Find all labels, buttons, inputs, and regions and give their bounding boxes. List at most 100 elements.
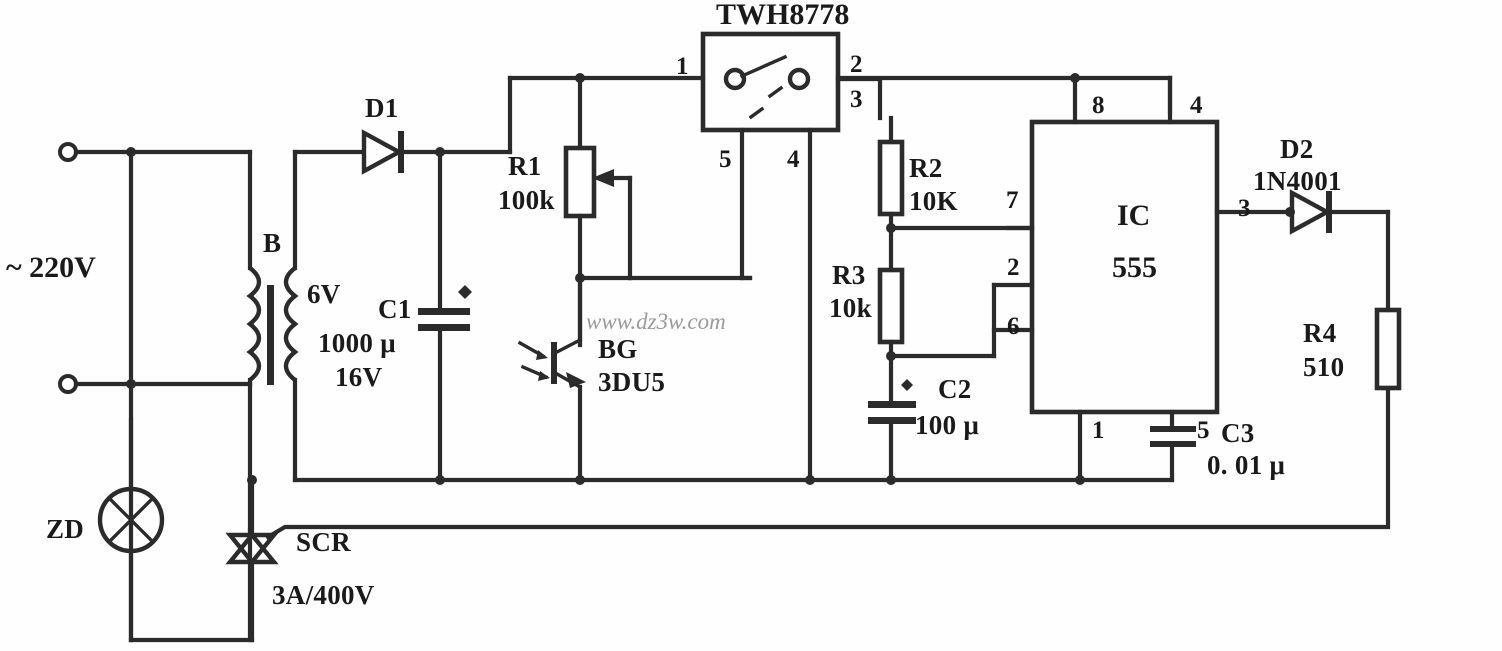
junction	[575, 273, 585, 283]
ic555-value: 555	[1112, 251, 1157, 284]
junction	[805, 475, 815, 485]
ic555-pin-7: 7	[1006, 187, 1019, 214]
junction	[435, 475, 445, 485]
ac-source-group	[58, 142, 255, 643]
c3-plate-bottom	[1150, 441, 1196, 447]
ic555-group: IC 555 8 4 7 3 2 6 1 5	[991, 75, 1293, 483]
d1-cathode-bar	[398, 131, 404, 173]
twh8778-pin-2: 2	[850, 51, 863, 78]
c1-polarity-marker	[458, 285, 472, 299]
c3-value: 0. 01 μ	[1207, 450, 1285, 480]
c1-voltage: 16V	[335, 362, 383, 392]
c2-plate-bottom	[868, 417, 916, 424]
ac-terminal-bottom-icon	[58, 374, 78, 394]
transformer-secondary-label: 6V	[307, 279, 341, 309]
twh8778-pin-3: 3	[850, 86, 863, 113]
ic555-pin-5: 5	[1197, 417, 1210, 444]
ac-terminal-top-icon	[58, 142, 78, 162]
scr-group: SCR 3A/400V	[225, 477, 1388, 643]
c2-value: 100 μ	[915, 410, 979, 440]
bg-base-bar	[551, 342, 557, 384]
r1-value: 100k	[498, 185, 555, 215]
c2-polarity-marker	[901, 379, 913, 391]
c2-group: C2 100 μ	[868, 353, 979, 483]
bg-value: 3DU5	[598, 367, 665, 397]
r4-ref: R4	[1303, 318, 1337, 348]
transformer-ref: B	[263, 228, 281, 258]
junction	[1070, 73, 1080, 83]
d2-value: 1N4001	[1253, 166, 1342, 196]
twh8778-switch-contact-left	[723, 67, 747, 91]
bg-group: BG 3DU5	[517, 275, 665, 483]
r4-group: R4 510	[1303, 209, 1402, 530]
twh8778-pin-4: 4	[787, 146, 800, 173]
junction	[435, 147, 445, 157]
r3-body	[877, 267, 905, 345]
ic555-body	[1029, 119, 1220, 415]
twh8778-title: TWH8778	[716, 0, 849, 31]
r1-body	[563, 145, 597, 219]
bg-light-arrow-2	[538, 371, 550, 381]
c1-group: C1 1000 μ 16V	[318, 149, 472, 483]
junction	[575, 475, 585, 485]
ic555-pin-6: 6	[1007, 313, 1020, 340]
r2-value: 10K	[909, 186, 958, 216]
c2-plate-top	[868, 401, 916, 408]
c3-ref: C3	[1221, 418, 1255, 448]
bg-ref: BG	[598, 334, 638, 364]
junction	[575, 73, 585, 83]
d1-group: D1	[292, 93, 513, 175]
junction	[126, 379, 136, 389]
r2-group: R2 10K	[877, 115, 1035, 231]
junction	[1075, 475, 1085, 485]
watermark-text: www.dz3w.com	[586, 309, 726, 334]
bg-light-arrow-1	[536, 350, 548, 360]
junction	[886, 475, 896, 485]
ic555-pin-1: 1	[1092, 417, 1105, 444]
c1-value: 1000 μ	[318, 328, 396, 358]
junction	[1285, 207, 1295, 217]
r1-ref: R1	[508, 151, 542, 181]
d1-ref: D1	[365, 93, 399, 123]
ic555-pin-3: 3	[1238, 195, 1251, 222]
ac-voltage-label: ~ 220V	[6, 251, 96, 284]
r3-ref: R3	[832, 260, 866, 290]
c1-plate-bottom	[418, 324, 470, 331]
junction	[886, 351, 896, 361]
twh8778-pin-1: 1	[676, 53, 689, 80]
transformer-core	[267, 285, 274, 385]
r2-body	[877, 139, 905, 217]
lamp-ref: ZD	[46, 514, 84, 544]
junction	[126, 147, 136, 157]
junction	[247, 475, 257, 485]
twh8778-body	[700, 31, 841, 133]
c2-ref: C2	[938, 374, 972, 404]
r1-wiper-arrow	[592, 169, 614, 187]
bg-emitter-arrow	[566, 372, 586, 388]
c1-ref: C1	[378, 294, 412, 324]
junction	[886, 223, 896, 233]
ic555-pin-8: 8	[1092, 92, 1105, 119]
r2-ref: R2	[909, 153, 943, 183]
junction-dots	[126, 73, 1295, 485]
c1-plate-top	[418, 308, 470, 315]
scr-rating: 3A/400V	[272, 580, 375, 610]
c3-plate-top	[1150, 426, 1196, 432]
d2-group: D2 1N4001	[1253, 134, 1391, 235]
ic555-pin-2: 2	[1007, 254, 1020, 281]
transformer-group: B 6V	[246, 149, 341, 643]
scr-ref: SCR	[296, 527, 351, 557]
lamp-group: ZD	[46, 417, 165, 643]
r4-body	[1374, 307, 1402, 391]
d2-ref: D2	[1280, 134, 1314, 164]
d2-cathode-bar	[1326, 191, 1332, 233]
ic555-ref: IC	[1117, 199, 1150, 232]
ic555-pin-4: 4	[1190, 92, 1203, 119]
r3-value: 10k	[829, 293, 872, 323]
twh8778-pin-5: 5	[719, 146, 732, 173]
r4-value: 510	[1303, 352, 1344, 382]
twh8778-switch-contact-right	[787, 67, 811, 91]
r1-group: R1 100k	[498, 75, 753, 348]
